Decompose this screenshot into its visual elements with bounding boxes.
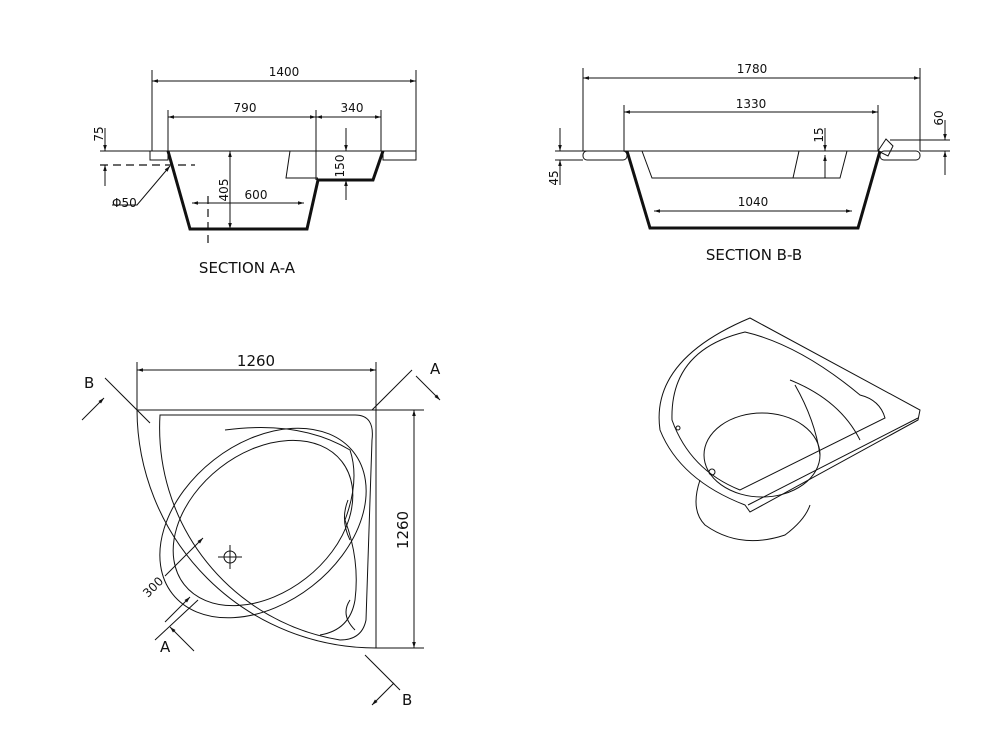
dim-width: 1260 — [237, 352, 275, 370]
rim-right — [382, 150, 417, 161]
dim-1330: 1330 — [736, 97, 767, 111]
section-a-title: SECTION A-A — [199, 259, 296, 277]
rim-edge — [877, 138, 894, 157]
dim-150: 150 — [333, 155, 347, 178]
tub-outline — [136, 409, 377, 649]
iso-basin-rim — [703, 412, 821, 498]
section-mark-b-top: B — [84, 374, 94, 392]
section-mark-a-top: A — [430, 360, 441, 378]
section-mark-b-bottom: B — [402, 691, 412, 709]
dim-340: 340 — [341, 101, 364, 115]
dim-405: 405 — [217, 179, 231, 202]
dim-1400: 1400 — [269, 65, 300, 79]
dim-height: 1260 — [394, 511, 412, 549]
dim-1780: 1780 — [737, 62, 768, 76]
dim-drain: Φ50 — [112, 196, 137, 210]
dim-60: 60 — [932, 110, 946, 125]
plan-view: 300 1260 1260 B B A A — [81, 352, 441, 709]
section-mark-a-bottom: A — [160, 638, 171, 656]
dim-15: 15 — [812, 127, 826, 142]
tub-profile — [166, 150, 385, 231]
dim-1040: 1040 — [738, 195, 769, 209]
tub-profile-b — [625, 150, 882, 230]
section-b-b: 1780 1330 1040 15 45 60 SECTION B-B — [547, 62, 950, 264]
section-a-a: 1400 790 340 405 600 150 75 Φ50 SECTION … — [92, 65, 417, 277]
inner-basin — [159, 427, 367, 619]
dim-790: 790 — [234, 101, 257, 115]
section-b-title: SECTION B-B — [706, 246, 802, 264]
dim-75: 75 — [92, 126, 106, 141]
dim-600: 600 — [245, 188, 268, 202]
dim-300: 300 — [140, 574, 166, 600]
dim-45: 45 — [547, 170, 561, 185]
isometric-view — [658, 317, 921, 542]
rim-left — [149, 150, 169, 161]
